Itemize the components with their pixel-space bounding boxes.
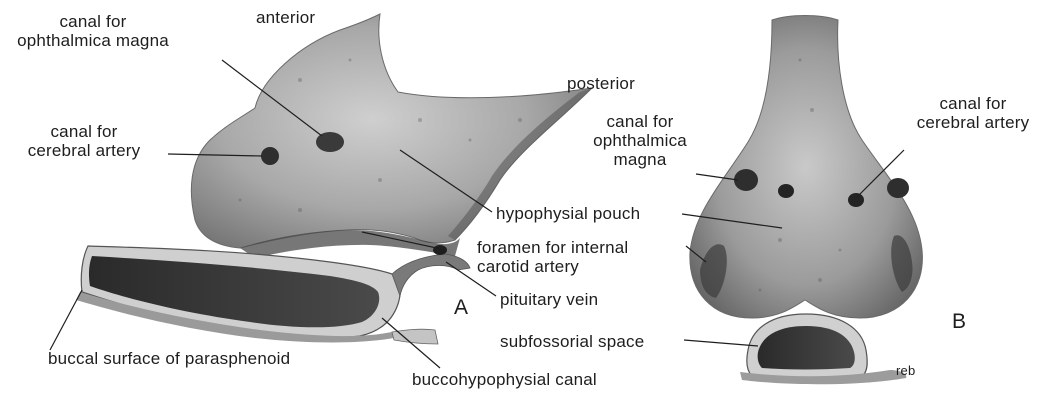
view-a-canal-cerebral	[261, 147, 279, 165]
view-a-notch	[392, 254, 470, 296]
view-b-canal-cerebral-left	[778, 184, 794, 198]
label-canal-cerebral-a: canal for cerebral artery	[4, 122, 164, 160]
label-canal-cerebral-b-text: canal for cerebral artery	[917, 94, 1030, 132]
leader-subfossorial	[684, 340, 758, 346]
label-buccal-surface: buccal surface of parasphenoid	[48, 349, 290, 368]
label-canal-ophthalmica-b: canal for ophthalmica magna	[585, 112, 695, 169]
view-b-bone	[690, 16, 923, 385]
label-pituitary-vein: pituitary vein	[500, 290, 598, 309]
label-canal-cerebral-a-text: canal for cerebral artery	[28, 122, 141, 160]
leader-buccal-surface	[50, 290, 82, 350]
view-b-canal-ophthalmica-right	[887, 178, 909, 198]
label-hypophysial-pouch: hypophysial pouch	[496, 204, 640, 223]
label-view-a: A	[454, 298, 468, 317]
label-reb: reb	[896, 361, 915, 380]
view-a-tail	[392, 329, 438, 344]
label-anterior: anterior	[256, 8, 315, 27]
label-posterior: posterior	[567, 74, 635, 93]
label-canal-ophthalmica-b-text: canal for ophthalmica magna	[593, 112, 687, 169]
label-subfossorial-space: subfossorial space	[500, 332, 644, 351]
label-buccohypophysial-canal: buccohypophysial canal	[412, 370, 597, 389]
label-foramen: foramen for internal carotid artery	[477, 238, 628, 276]
label-canal-cerebral-b: canal for cerebral artery	[898, 94, 1048, 132]
label-canal-ophthalmica-a: canal for ophthalmica magna	[8, 12, 178, 50]
label-view-b: B	[952, 312, 966, 331]
label-canal-ophthalmica-a-text: canal for ophthalmica magna	[17, 12, 169, 50]
label-foramen-text: foramen for internal carotid artery	[477, 238, 628, 276]
view-b-canal-cerebral-right	[848, 193, 864, 207]
